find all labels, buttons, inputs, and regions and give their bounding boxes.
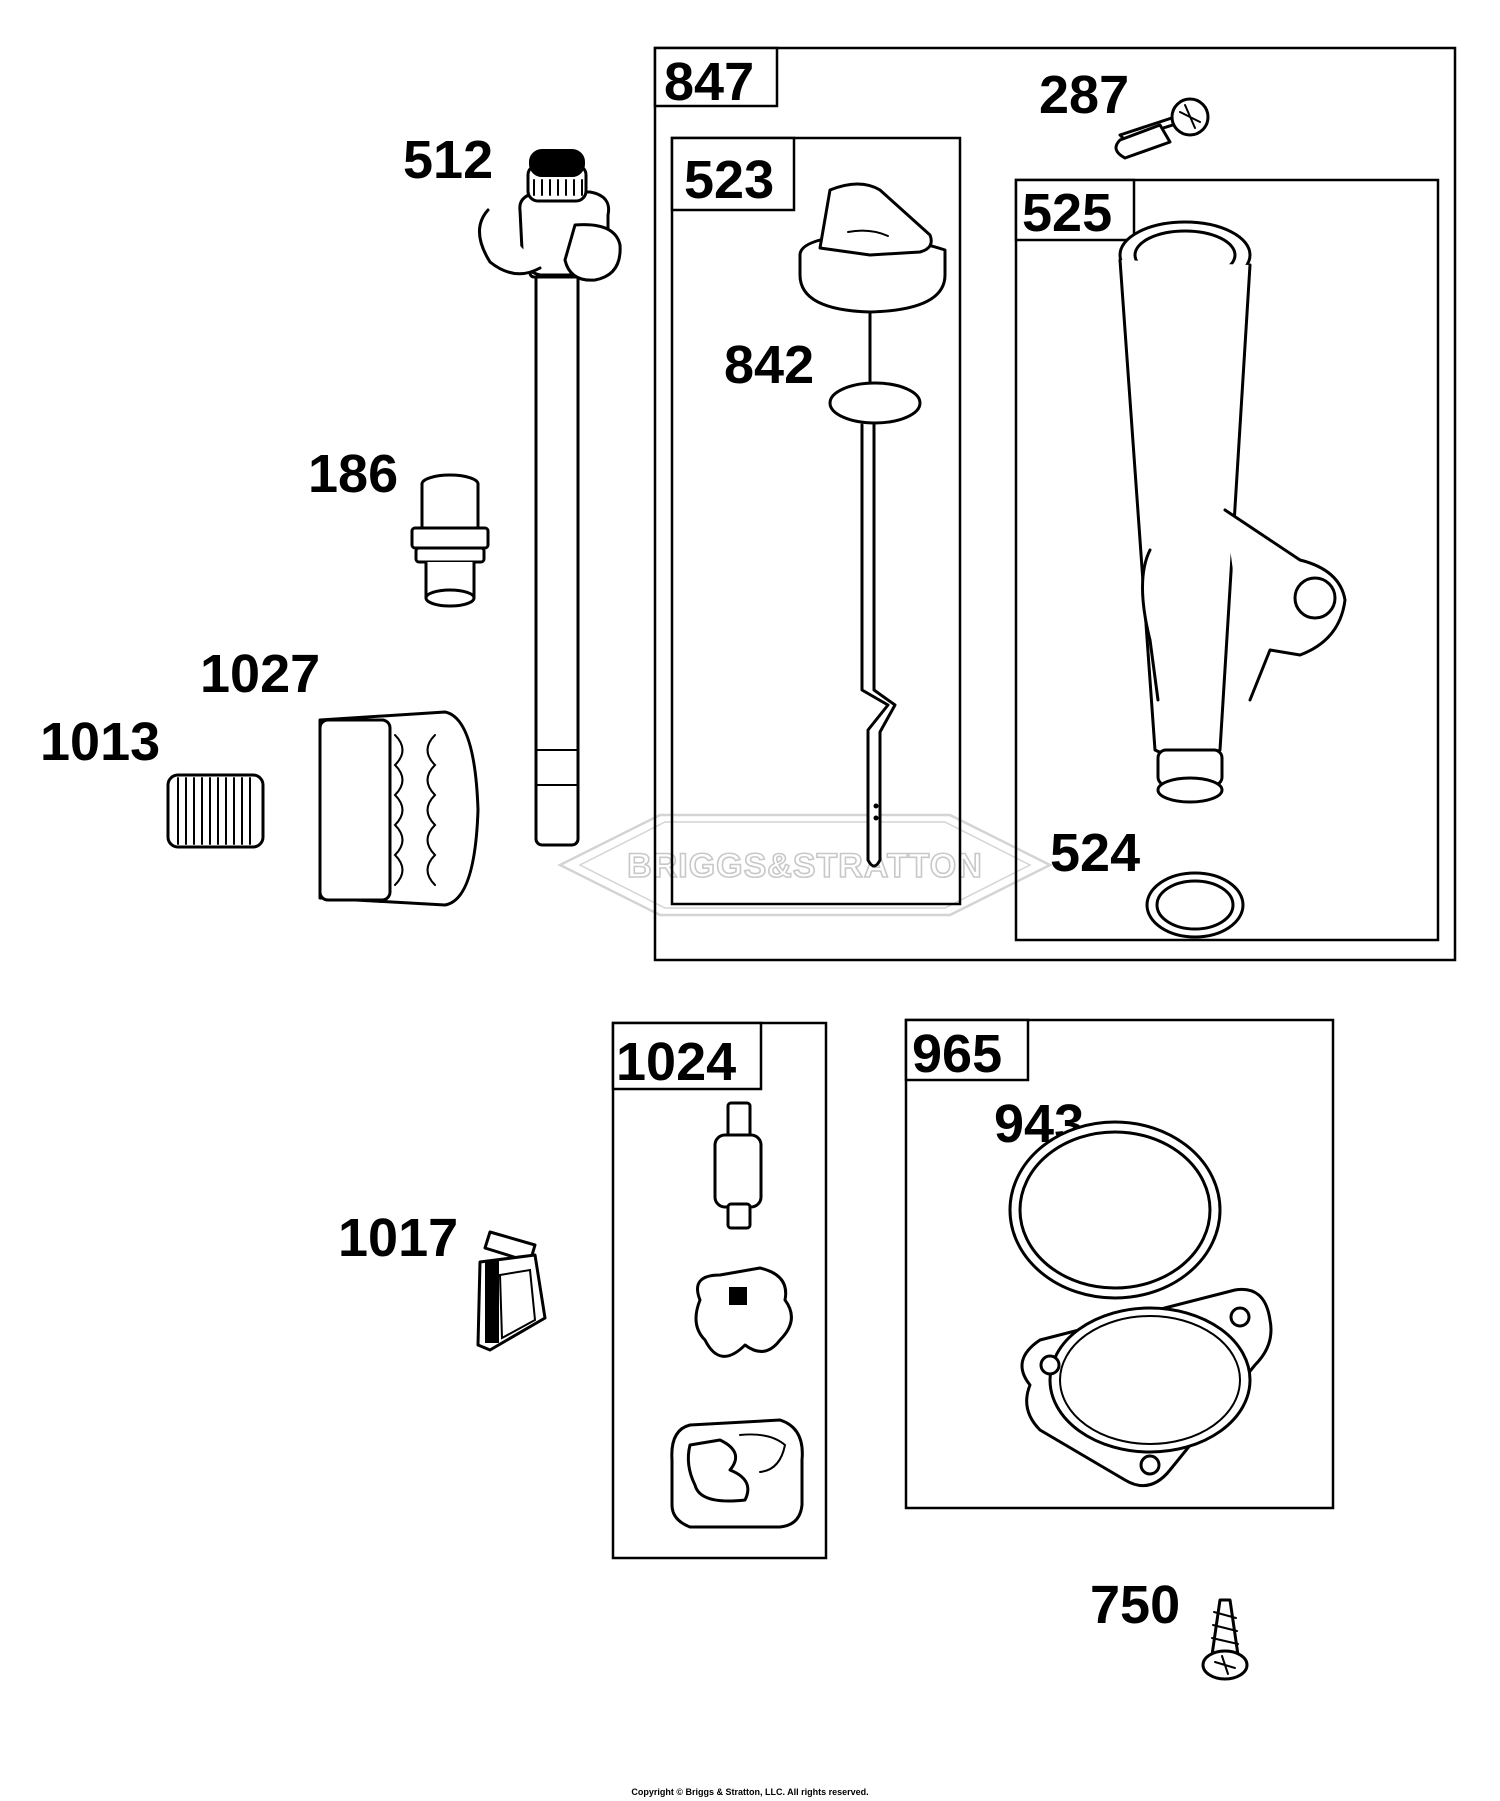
part-512-fill-tube [478, 149, 622, 847]
kit-box-965: 965 [904, 1018, 1335, 1510]
part-1013-screen [166, 773, 265, 849]
kit-box-847: 847 [653, 46, 1457, 962]
part-287-screw [1114, 97, 1210, 160]
label-512: 512 [403, 130, 493, 190]
label-1027: 1027 [200, 644, 320, 704]
part-525-fill-tube [1118, 220, 1347, 939]
kit-label-525: 525 [1022, 183, 1112, 243]
label-1017: 1017 [338, 1208, 458, 1268]
label-842: 842 [724, 335, 814, 395]
kit-label-965: 965 [912, 1024, 1002, 1084]
part-750-screw [1201, 1598, 1249, 1681]
label-287: 287 [1039, 65, 1129, 125]
kit-box-525: 525 [1014, 178, 1440, 942]
kit-box-523: 523 [670, 136, 962, 906]
kit-label-847: 847 [664, 52, 754, 112]
brand-watermark: BRIGGS&STRATTON [557, 813, 1053, 917]
part-943-gasket-ring [1008, 1120, 1222, 1300]
label-1013: 1013 [40, 712, 160, 772]
part-1024-oil-pump [670, 1101, 804, 1529]
part-1027-oil-filter [318, 710, 480, 907]
watermark-text: BRIGGS&STRATTON [627, 847, 983, 885]
label-186: 186 [308, 444, 398, 504]
label-524: 524 [1050, 823, 1140, 883]
kit-label-1024: 1024 [616, 1032, 736, 1092]
kit-label-523: 523 [684, 150, 774, 210]
part-523-dipstick [798, 182, 947, 868]
label-750: 750 [1090, 1575, 1180, 1635]
part-186-fitting [410, 473, 490, 608]
copyright-notice: Copyright © Briggs & Stratton, LLC. All … [631, 1787, 869, 1797]
part-1017-valve [476, 1230, 547, 1352]
part-965-cover-plate [1020, 1287, 1273, 1488]
kit-box-1024: 1024 [611, 1021, 828, 1560]
